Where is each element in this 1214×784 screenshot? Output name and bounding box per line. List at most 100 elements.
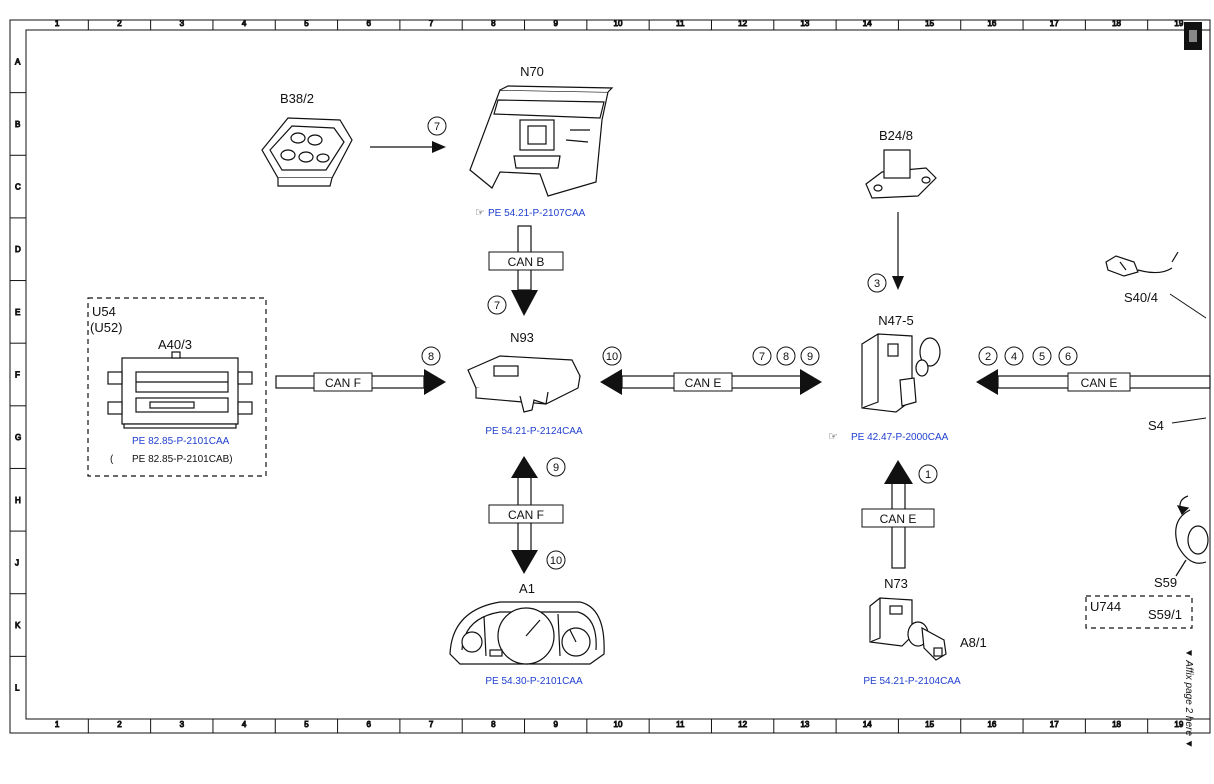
svg-text:1: 1 [925, 469, 931, 481]
grid-col-17-bottom: 17 [1050, 720, 1059, 729]
grid-row-D: D [15, 245, 21, 254]
grid-col-5-bottom: 5 [304, 720, 309, 729]
reference-pointer-icon: ☞ [475, 207, 485, 219]
svg-text:10: 10 [550, 555, 562, 567]
svg-text:9: 9 [553, 462, 559, 474]
grid-col-2-bottom: 2 [117, 720, 122, 729]
can-e-label-right: CAN E [1081, 376, 1118, 390]
n93-gateway-module-icon [467, 355, 581, 413]
svg-text:7: 7 [494, 300, 500, 312]
label-a1: A1 [519, 581, 535, 596]
signal-8-left: 8 [421, 346, 441, 366]
affix-page-note: ▼ Affix page 2 here ▼ [1183, 648, 1194, 749]
can-e-label-bottom: CAN E [880, 512, 917, 526]
grid-col-5-top: 5 [304, 19, 309, 28]
label-b38-2: B38/2 [280, 91, 314, 106]
n73-ignition-switch-icon [869, 597, 947, 661]
can-b-label: CAN B [508, 255, 545, 269]
grid-col-19-top: 19 [1174, 19, 1183, 28]
grid-col-7-bottom: 7 [429, 720, 434, 729]
label-n93: N93 [510, 330, 534, 345]
signal-10-bottom: 10 [546, 550, 566, 570]
n93-reference-link[interactable]: PE 54.21-P-2124CAA [485, 426, 583, 437]
grid-col-7-top: 7 [429, 19, 434, 28]
grid-col-10-bottom: 10 [614, 720, 623, 729]
n47-5-reference-link[interactable]: PE 42.47-P-2000CAA [851, 432, 949, 443]
s59-switch-icon [1175, 495, 1209, 577]
grid-col-13-top: 13 [800, 19, 809, 28]
grid-row-F: F [15, 371, 20, 380]
grid-row-E: E [15, 308, 20, 317]
arrow-b24-8-to-n47-5 [892, 212, 904, 290]
can-e-label-center: CAN E [685, 376, 722, 390]
label-u744: U744 [1090, 599, 1121, 614]
u744-group: U744 S59/1 [1085, 595, 1193, 629]
grid-col-16-top: 16 [987, 19, 996, 28]
grid-row-K: K [15, 621, 21, 630]
label-n73: N73 [884, 576, 908, 591]
label-a8-1: A8/1 [960, 635, 987, 650]
grid-col-18-top: 18 [1112, 19, 1121, 28]
column-grid: 1122334455667788991010111112121313141415… [54, 19, 1184, 733]
signal-5: 5 [1032, 346, 1052, 366]
grid-row-J: J [15, 558, 19, 567]
corner-page-marker-icon [1184, 22, 1202, 50]
grid-col-9-top: 9 [553, 19, 558, 28]
label-b24-8: B24/8 [879, 128, 913, 143]
svg-text:8: 8 [783, 351, 789, 363]
grid-col-3-top: 3 [180, 19, 185, 28]
b24-8-sensor-icon [865, 149, 937, 199]
grid-row-B: B [15, 120, 20, 129]
signal-9-center: 9 [800, 346, 820, 366]
n70-reference-link[interactable]: PE 54.21-P-2107CAA [488, 208, 586, 219]
svg-text:2: 2 [985, 351, 991, 363]
arrow-b38-2-to-n70 [370, 141, 446, 153]
grid-col-8-top: 8 [491, 19, 496, 28]
signal-8-center: 8 [776, 346, 796, 366]
svg-text:6: 6 [1065, 351, 1071, 363]
label-s59-1: S59/1 [1148, 607, 1182, 622]
grid-row-H: H [15, 496, 21, 505]
grid-col-4-top: 4 [242, 19, 247, 28]
n73-reference-link[interactable]: PE 54.21-P-2104CAA [863, 676, 961, 687]
grid-row-A: A [15, 57, 21, 66]
label-s40-4: S40/4 [1124, 290, 1158, 305]
a40-3-reference-b: PE 82.85-P-2101CAB) [132, 454, 233, 465]
a40-3-reference-a[interactable]: PE 82.85-P-2101CAA [132, 436, 230, 447]
grid-col-14-top: 14 [863, 19, 872, 28]
grid-col-6-bottom: 6 [367, 720, 372, 729]
grid-col-13-bottom: 13 [800, 720, 809, 729]
label-n70: N70 [520, 64, 544, 79]
svg-text:3: 3 [874, 278, 880, 290]
grid-col-16-bottom: 16 [987, 720, 996, 729]
grid-col-9-bottom: 9 [553, 720, 558, 729]
can-e-connection-bottom: CAN E [861, 460, 935, 569]
can-e-connection-center: CAN E [600, 369, 822, 395]
can-f-label-bottom: CAN F [508, 508, 544, 522]
svg-text:9: 9 [807, 351, 813, 363]
signal-1: 1 [918, 464, 938, 484]
a1-reference-link[interactable]: PE 54.30-P-2101CAA [485, 676, 583, 687]
a1-instrument-cluster-icon [449, 601, 605, 665]
svg-text:10: 10 [606, 351, 618, 363]
can-f-connection-bottom: CAN F [488, 456, 564, 574]
signal-7-center: 7 [752, 346, 772, 366]
grid-col-15-bottom: 15 [925, 720, 934, 729]
svg-text:4: 4 [1011, 351, 1017, 363]
grid-col-17-top: 17 [1050, 19, 1059, 28]
can-f-connection-left: CAN F [275, 369, 446, 395]
s40-4-leader [1169, 293, 1207, 319]
grid-col-11-bottom: 11 [676, 720, 685, 729]
n70-overhead-panel-icon [469, 85, 614, 197]
grid-col-8-bottom: 8 [491, 720, 496, 729]
signal-3: 3 [867, 273, 887, 293]
u54-group: U54 (U52) A40/3 PE 82.85-P-2101CAA ( PE … [87, 297, 267, 477]
grid-row-G: G [15, 433, 21, 442]
grid-col-14-bottom: 14 [863, 720, 872, 729]
grid-col-10-top: 10 [614, 19, 623, 28]
reference-pointer-icon: ☞ [828, 431, 838, 443]
svg-text:(: ( [110, 454, 114, 465]
grid-col-15-top: 15 [925, 19, 934, 28]
